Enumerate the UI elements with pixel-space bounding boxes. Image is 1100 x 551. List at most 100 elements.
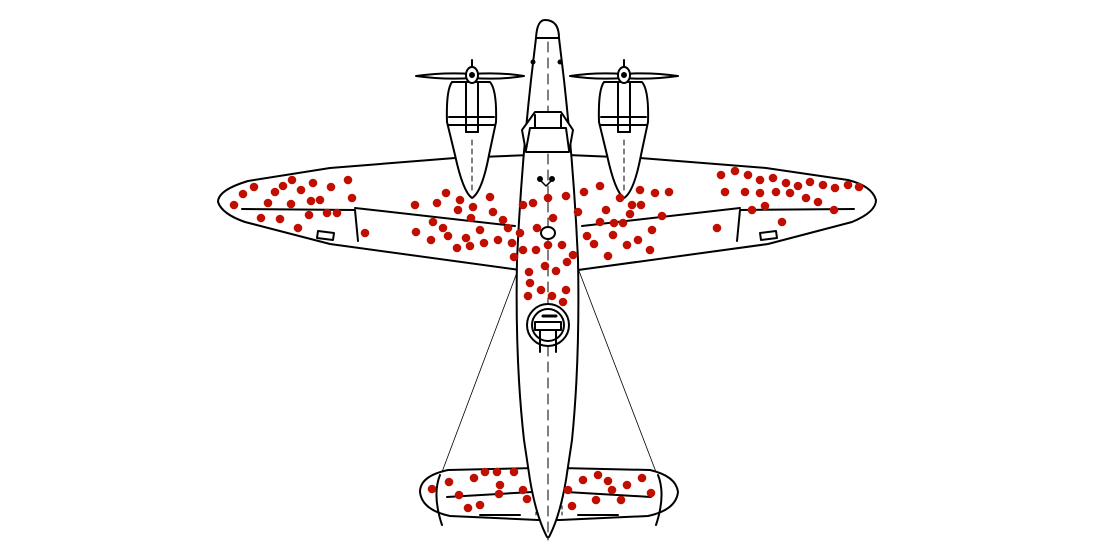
bullet-hole-icon (528, 198, 538, 208)
bullet-hole-icon (515, 228, 525, 238)
bullet-hole-icon (452, 243, 462, 253)
bullet-hole-icon (465, 241, 475, 251)
bullet-hole-icon (536, 285, 546, 295)
bullet-hole-icon (591, 495, 601, 505)
bullet-hole-icon (760, 201, 770, 211)
bullet-hole-icon (563, 485, 573, 495)
bullet-hole-icon (712, 223, 722, 233)
bullet-hole-icon (830, 183, 840, 193)
bullet-hole-icon (664, 187, 674, 197)
bullet-hole-icon (603, 476, 613, 486)
bullet-hole-icon (755, 188, 765, 198)
bullet-hole-icon (829, 205, 839, 215)
bullet-hole-icon (854, 182, 864, 192)
bullet-hole-icon (426, 235, 436, 245)
bullet-hole-icon (475, 500, 485, 510)
bullet-hole-icon (616, 495, 626, 505)
bullet-hole-icon (843, 180, 853, 190)
bullet-hole-icon (561, 191, 571, 201)
bullet-hole-icon (444, 477, 454, 487)
bullet-hole-icon (518, 245, 528, 255)
bullet-hole-icon (263, 198, 273, 208)
bullet-hole-icon (601, 205, 611, 215)
bullet-hole-icon (657, 211, 667, 221)
bullet-hole-icon (469, 473, 479, 483)
bullet-hole-icon (557, 240, 567, 250)
bullet-hole-icon (480, 467, 490, 477)
bullet-hole-icon (306, 196, 316, 206)
bullet-hole-icon (607, 485, 617, 495)
bullet-hole-icon (466, 213, 476, 223)
bullet-hole-icon (543, 193, 553, 203)
bullet-hole-icon (509, 467, 519, 477)
bullet-hole-icon (293, 223, 303, 233)
bullet-hole-icon (595, 217, 605, 227)
bullet-hole-icon (608, 230, 618, 240)
bullet-hole-icon (635, 185, 645, 195)
bullet-hole-icon (818, 180, 828, 190)
bullet-hole-icon (443, 231, 453, 241)
bullet-hole-icon (531, 245, 541, 255)
bullet-hole-icon (524, 267, 534, 277)
bullet-hole-icon (568, 250, 578, 260)
bullet-hole-icon (771, 187, 781, 197)
bullet-hole-icon (468, 202, 478, 212)
bullet-hole-icon (296, 185, 306, 195)
bullet-hole-icon (270, 187, 280, 197)
bullet-hole-icon (518, 200, 528, 210)
bullet-hole-icon (347, 193, 357, 203)
bullet-hole-icon (593, 470, 603, 480)
bullet-hole-icon (428, 217, 438, 227)
bullet-hole-icon (286, 199, 296, 209)
bullet-hole-icon (411, 227, 421, 237)
bullet-hole-icon (785, 188, 795, 198)
bullet-hole-icon (441, 188, 451, 198)
bullet-hole-markers (229, 166, 864, 513)
bullet-hole-icon (509, 252, 519, 262)
bullet-hole-icon (229, 200, 239, 210)
bullet-hole-icon (249, 182, 259, 192)
bullet-hole-icon (543, 240, 553, 250)
bullet-hole-icon (360, 228, 370, 238)
bullet-hole-icon (777, 217, 787, 227)
bullet-hole-icon (805, 177, 815, 187)
bullet-hole-icon (625, 209, 635, 219)
bullet-hole-icon (238, 189, 248, 199)
bullet-hole-icon (730, 166, 740, 176)
bullet-hole-icon (647, 225, 657, 235)
bullet-hole-icon (475, 225, 485, 235)
bullet-hole-icon (637, 473, 647, 483)
bullet-hole-icon (275, 214, 285, 224)
right-propeller-icon (569, 59, 679, 84)
bullet-hole-icon (494, 489, 504, 499)
bullet-hole-icon (755, 175, 765, 185)
bullet-hole-icon (582, 231, 592, 241)
bullet-hole-icon (740, 187, 750, 197)
bullet-hole-icon (495, 480, 505, 490)
bullet-hole-icon (645, 245, 655, 255)
bullet-hole-icon (589, 239, 599, 249)
bullet-hole-icon (485, 192, 495, 202)
bullet-hole-icon (547, 291, 557, 301)
bullet-hole-icon (540, 261, 550, 271)
bullet-hole-icon (627, 200, 637, 210)
left-engine-nacelle (445, 81, 498, 199)
bullet-hole-icon (768, 173, 778, 183)
bullet-hole-icon (454, 490, 464, 500)
bullet-hole-icon (498, 215, 508, 225)
bullet-hole-icon (343, 175, 353, 185)
bullet-hole-icon (548, 213, 558, 223)
bullet-hole-icon (636, 200, 646, 210)
bullet-hole-icon (304, 210, 314, 220)
bullet-hole-icon (455, 195, 465, 205)
bullet-hole-icon (646, 488, 656, 498)
bullet-hole-icon (579, 187, 589, 197)
bullet-hole-icon (523, 291, 533, 301)
bullet-hole-icon (813, 197, 823, 207)
bullet-hole-icon (633, 235, 643, 245)
bullet-hole-icon (622, 480, 632, 490)
bullet-hole-icon (522, 494, 532, 504)
bullet-hole-icon (551, 266, 561, 276)
